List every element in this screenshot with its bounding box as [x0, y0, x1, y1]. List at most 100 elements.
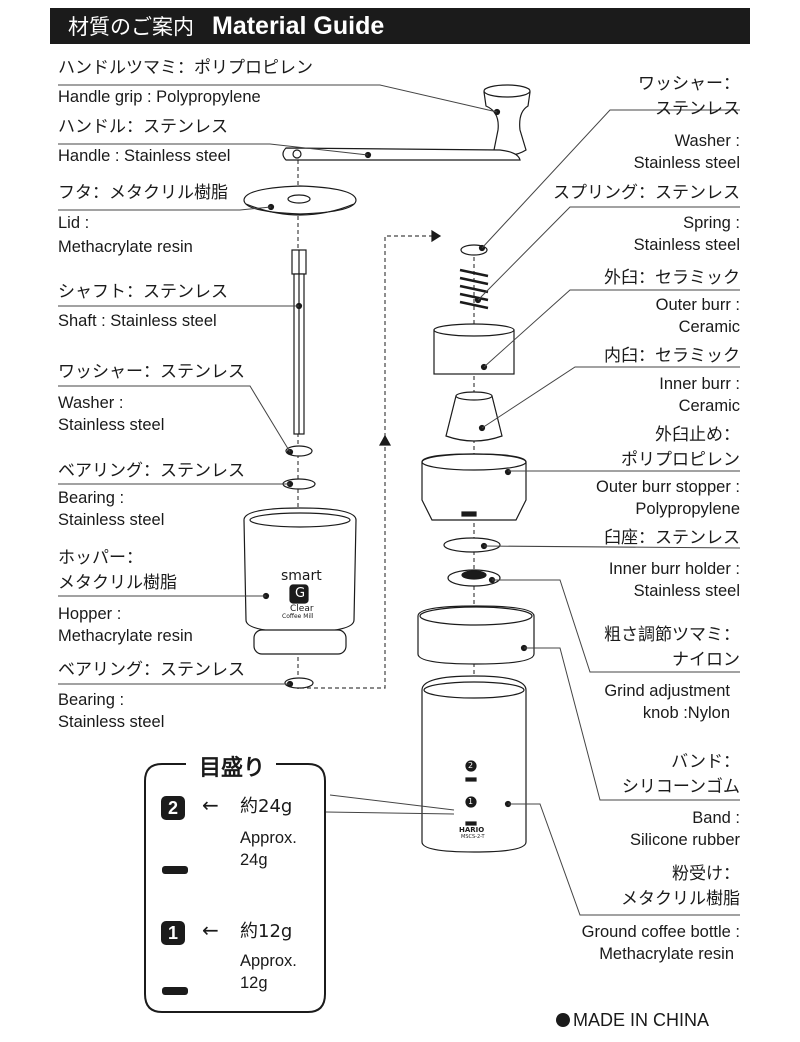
- band-drawing: [417, 605, 535, 665]
- right-label-7-en1: Grind adjustment: [604, 682, 730, 700]
- right-label-8-en1: Band :: [692, 809, 740, 827]
- right-label-6-en1: Inner burr holder :: [608, 560, 740, 578]
- bottle-brand-text: HARIO: [459, 826, 485, 834]
- scale-title: 目盛り: [193, 750, 272, 782]
- scale-frame: [144, 763, 326, 1013]
- left-label-4-en: Shaft : Stainless steel: [58, 312, 217, 330]
- right-label-1-en2: Stainless steel: [633, 154, 740, 172]
- bottle-drawing: [421, 675, 527, 853]
- hopper-brand-text: smart: [281, 568, 322, 584]
- spring-drawing: [459, 268, 489, 310]
- left-label-4-jp: シャフト：ステンレス: [58, 282, 228, 302]
- hopper-sub2: Coffee Mill: [282, 613, 314, 620]
- right-label-7-jp1: 粗さ調節ツマミ：: [604, 625, 740, 645]
- header-title-en: Material Guide: [212, 11, 385, 40]
- inner-burr-holder-plate: [443, 537, 501, 553]
- right-label-3-jp: 外臼：セラミック: [604, 268, 740, 288]
- lid-drawing: [243, 185, 357, 216]
- left-label-7-en1: Hopper :: [58, 605, 122, 623]
- arrow-left-icon: ←: [202, 793, 219, 817]
- right-label-1-en1: Washer :: [674, 132, 740, 150]
- left-label-3-en2: Methacrylate resin: [58, 238, 193, 256]
- right-label-3-en2: Ceramic: [678, 318, 740, 336]
- right-label-5-en1: Outer burr stopper :: [596, 478, 740, 496]
- leader-lines: [58, 84, 741, 916]
- outer-burr-stopper-drawing: [421, 453, 527, 521]
- right-label-9-jp1: 粉受け：: [672, 864, 740, 884]
- hopper-logo-letter: G: [294, 586, 306, 601]
- bottle-model-text: MSCS-2-T: [461, 834, 485, 840]
- left-label-8-en2: Stainless steel: [58, 713, 165, 731]
- right-label-1-jp1: ワッシャー：: [638, 74, 740, 94]
- right-label-6-jp: 臼座：ステンレス: [604, 528, 740, 548]
- scale-badge-2: 2: [161, 796, 185, 820]
- right-label-8-jp1: バンド：: [671, 752, 740, 772]
- hopper-sub1: Clear: [290, 604, 314, 614]
- scale-dash-1: [162, 987, 188, 995]
- scale-2-en1: Approx.: [240, 829, 297, 847]
- bottle-mark-1: 1: [468, 797, 474, 806]
- left-label-8-jp: ベアリング：ステンレス: [58, 660, 245, 680]
- right-label-5-jp2: ポリプロピレン: [621, 450, 740, 470]
- inner-burr-drawing: [445, 391, 503, 442]
- right-label-2-jp: スプリング：ステンレス: [553, 183, 740, 203]
- guide-arrow-right: [431, 229, 442, 243]
- right-label-7-en2: knob :Nylon: [642, 704, 730, 722]
- bullet-dot-icon: [556, 1013, 570, 1027]
- right-label-2-en1: Spring :: [683, 214, 740, 232]
- scale-1-en2: 12g: [240, 974, 268, 992]
- left-label-6-en1: Bearing :: [58, 489, 125, 507]
- right-label-7-jp2: ナイロン: [672, 650, 740, 670]
- right-label-9-jp2: メタクリル樹脂: [621, 889, 740, 909]
- adjust-knob-drawing: [447, 569, 501, 587]
- handle-drawing: [282, 84, 531, 161]
- made-in-label: MADE IN CHINA: [556, 1010, 709, 1031]
- left-label-3-en1: Lid :: [58, 214, 90, 232]
- right-label-9-en1: Ground coffee bottle :: [581, 923, 740, 941]
- right-label-4-jp: 内臼：セラミック: [604, 346, 740, 366]
- right-label-3-en1: Outer burr :: [655, 296, 740, 314]
- right-label-8-jp2: シリコーンゴム: [621, 777, 740, 797]
- right-label-5-en2: Polypropylene: [635, 500, 740, 518]
- header-title-jp: 材質のご案内: [68, 15, 194, 39]
- made-in-text: MADE IN CHINA: [573, 1010, 710, 1030]
- left-label-3-jp: フタ：メタクリル樹脂: [58, 183, 228, 203]
- right-label-1-jp2: ステンレス: [655, 99, 740, 119]
- left-label-6-jp: ベアリング：ステンレス: [58, 461, 245, 481]
- left-label-5-en2: Stainless steel: [58, 416, 165, 434]
- hopper-drawing: [243, 507, 357, 655]
- right-label-5-jp1: 外臼止め：: [655, 425, 740, 445]
- right-label-4-en1: Inner burr :: [659, 375, 740, 393]
- left-label-5-jp: ワッシャー：ステンレス: [58, 362, 245, 382]
- scale-dash-2: [162, 866, 188, 874]
- left-label-8-en1: Bearing :: [58, 691, 125, 709]
- left-label-1-jp: ハンドルツマミ：ポリプロピレン: [58, 58, 313, 78]
- left-label-1-en: Handle grip : Polypropylene: [58, 88, 261, 106]
- shaft-drawing: [291, 249, 307, 435]
- right-label-8-en2: Silicone rubber: [629, 831, 740, 849]
- left-label-2-en: Handle : Stainless steel: [58, 147, 231, 165]
- left-label-6-en2: Stainless steel: [58, 511, 165, 529]
- bottle-mark-2: 2: [468, 761, 474, 770]
- outer-burr-drawing: [433, 323, 515, 375]
- scale-badge-1: 1: [161, 921, 185, 945]
- header-bar: 材質のご案内 Material Guide: [50, 8, 750, 44]
- left-label-2-jp: ハンドル：ステンレス: [58, 117, 228, 137]
- left-label-7-jp2: メタクリル樹脂: [58, 573, 177, 593]
- scale-2-jp: 約24g: [240, 796, 293, 817]
- arrow-left-icon-2: ←: [202, 918, 219, 942]
- right-label-9-en2: Methacrylate resin: [599, 945, 734, 963]
- left-label-7-jp1: ホッパー：: [58, 548, 143, 568]
- left-label-7-en2: Methacrylate resin: [58, 627, 193, 645]
- scale-1-jp: 約12g: [240, 921, 293, 942]
- guide-arrow-up: [378, 434, 392, 446]
- right-label-4-en2: Ceramic: [678, 397, 740, 415]
- right-label-2-en2: Stainless steel: [633, 236, 740, 254]
- scale-1-en1: Approx.: [240, 952, 297, 970]
- hopper-logo-box: [289, 584, 309, 604]
- left-label-5-en1: Washer :: [58, 394, 124, 412]
- scale-2-en2: 24g: [240, 851, 268, 869]
- right-label-6-en2: Stainless steel: [633, 582, 740, 600]
